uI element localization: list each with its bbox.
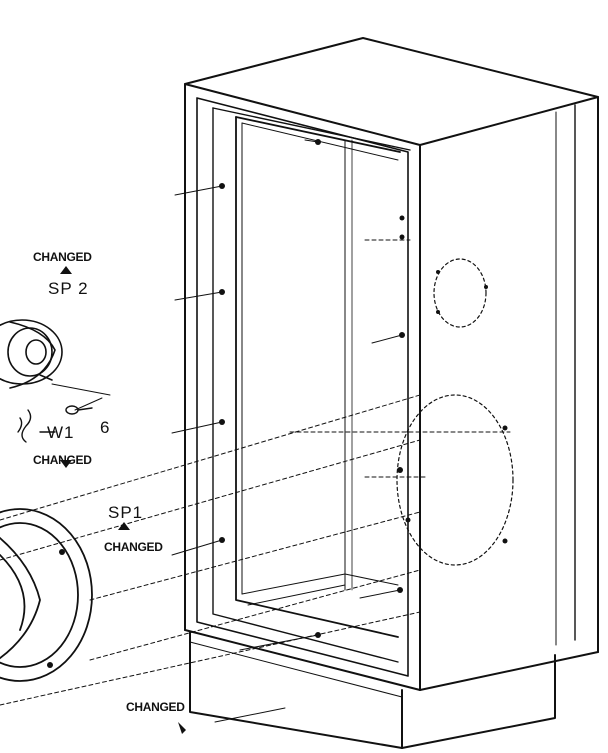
changed-label-base: CHANGED — [126, 700, 185, 714]
speaker-sp2 — [0, 319, 63, 389]
speaker-sp1 — [0, 508, 93, 682]
side-port-outline — [396, 258, 514, 566]
cabinet-top — [184, 37, 599, 149]
cabinet-front-frame — [184, 83, 421, 691]
part-label-sp2: SP 2 — [48, 279, 89, 298]
wire-w1 — [17, 409, 56, 443]
change-arrows — [60, 266, 186, 734]
part-label-w1: W1 — [47, 423, 75, 442]
changed-label-sp1: CHANGED — [104, 540, 163, 554]
cabinet-side-panel — [419, 96, 599, 691]
screw-part-6 — [65, 405, 93, 415]
cabinet-base — [189, 631, 556, 749]
screw-points — [47, 139, 508, 668]
leader-lines — [51, 139, 403, 723]
assembly-guide-lines — [0, 239, 511, 706]
changed-label-w1: CHANGED — [33, 453, 92, 467]
part-label-sp1: SP1 — [108, 503, 144, 522]
changed-label-sp2: CHANGED — [33, 250, 92, 264]
part-label-6: 6 — [100, 418, 110, 437]
